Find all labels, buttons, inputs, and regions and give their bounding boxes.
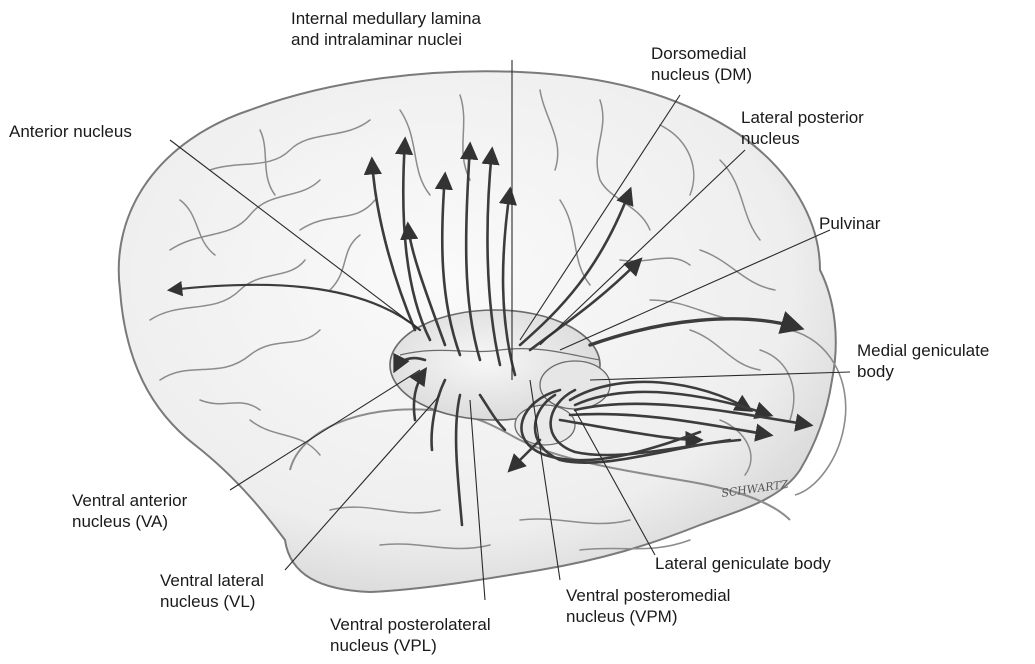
label-line: Lateral geniculate body (655, 553, 831, 574)
label-line: nucleus (741, 128, 864, 149)
label-line: Dorsomedial (651, 43, 752, 64)
label-line: nucleus (VPM) (566, 606, 730, 627)
label-internal-medullary-lamina: Internal medullary lamina and intralamin… (291, 8, 481, 50)
label-line: Ventral posterolateral (330, 614, 491, 635)
label-line: nucleus (DM) (651, 64, 752, 85)
label-line: and intralaminar nuclei (291, 29, 481, 50)
label-ventral-lateral-nucleus: Ventral lateral nucleus (VL) (160, 570, 264, 612)
label-lateral-posterior-nucleus: Lateral posterior nucleus (741, 107, 864, 149)
label-medial-geniculate-body: Medial geniculate body (857, 340, 989, 382)
label-ventral-posterolateral-nucleus: Ventral posterolateral nucleus (VPL) (330, 614, 491, 656)
label-pulvinar: Pulvinar (819, 213, 880, 234)
label-line: nucleus (VA) (72, 511, 187, 532)
label-line: Internal medullary lamina (291, 8, 481, 29)
label-ventral-posteromedial-nucleus: Ventral posteromedial nucleus (VPM) (566, 585, 730, 627)
label-anterior-nucleus: Anterior nucleus (9, 121, 132, 142)
label-lateral-geniculate-body: Lateral geniculate body (655, 553, 831, 574)
label-dorsomedial-nucleus: Dorsomedial nucleus (DM) (651, 43, 752, 85)
label-line: Ventral lateral (160, 570, 264, 591)
label-line: Anterior nucleus (9, 121, 132, 142)
label-line: Ventral anterior (72, 490, 187, 511)
label-line: Medial geniculate (857, 340, 989, 361)
label-line: Lateral posterior (741, 107, 864, 128)
label-line: nucleus (VL) (160, 591, 264, 612)
label-line: Ventral posteromedial (566, 585, 730, 606)
label-line: Pulvinar (819, 213, 880, 234)
label-line: nucleus (VPL) (330, 635, 491, 656)
label-ventral-anterior-nucleus: Ventral anterior nucleus (VA) (72, 490, 187, 532)
label-line: body (857, 361, 989, 382)
